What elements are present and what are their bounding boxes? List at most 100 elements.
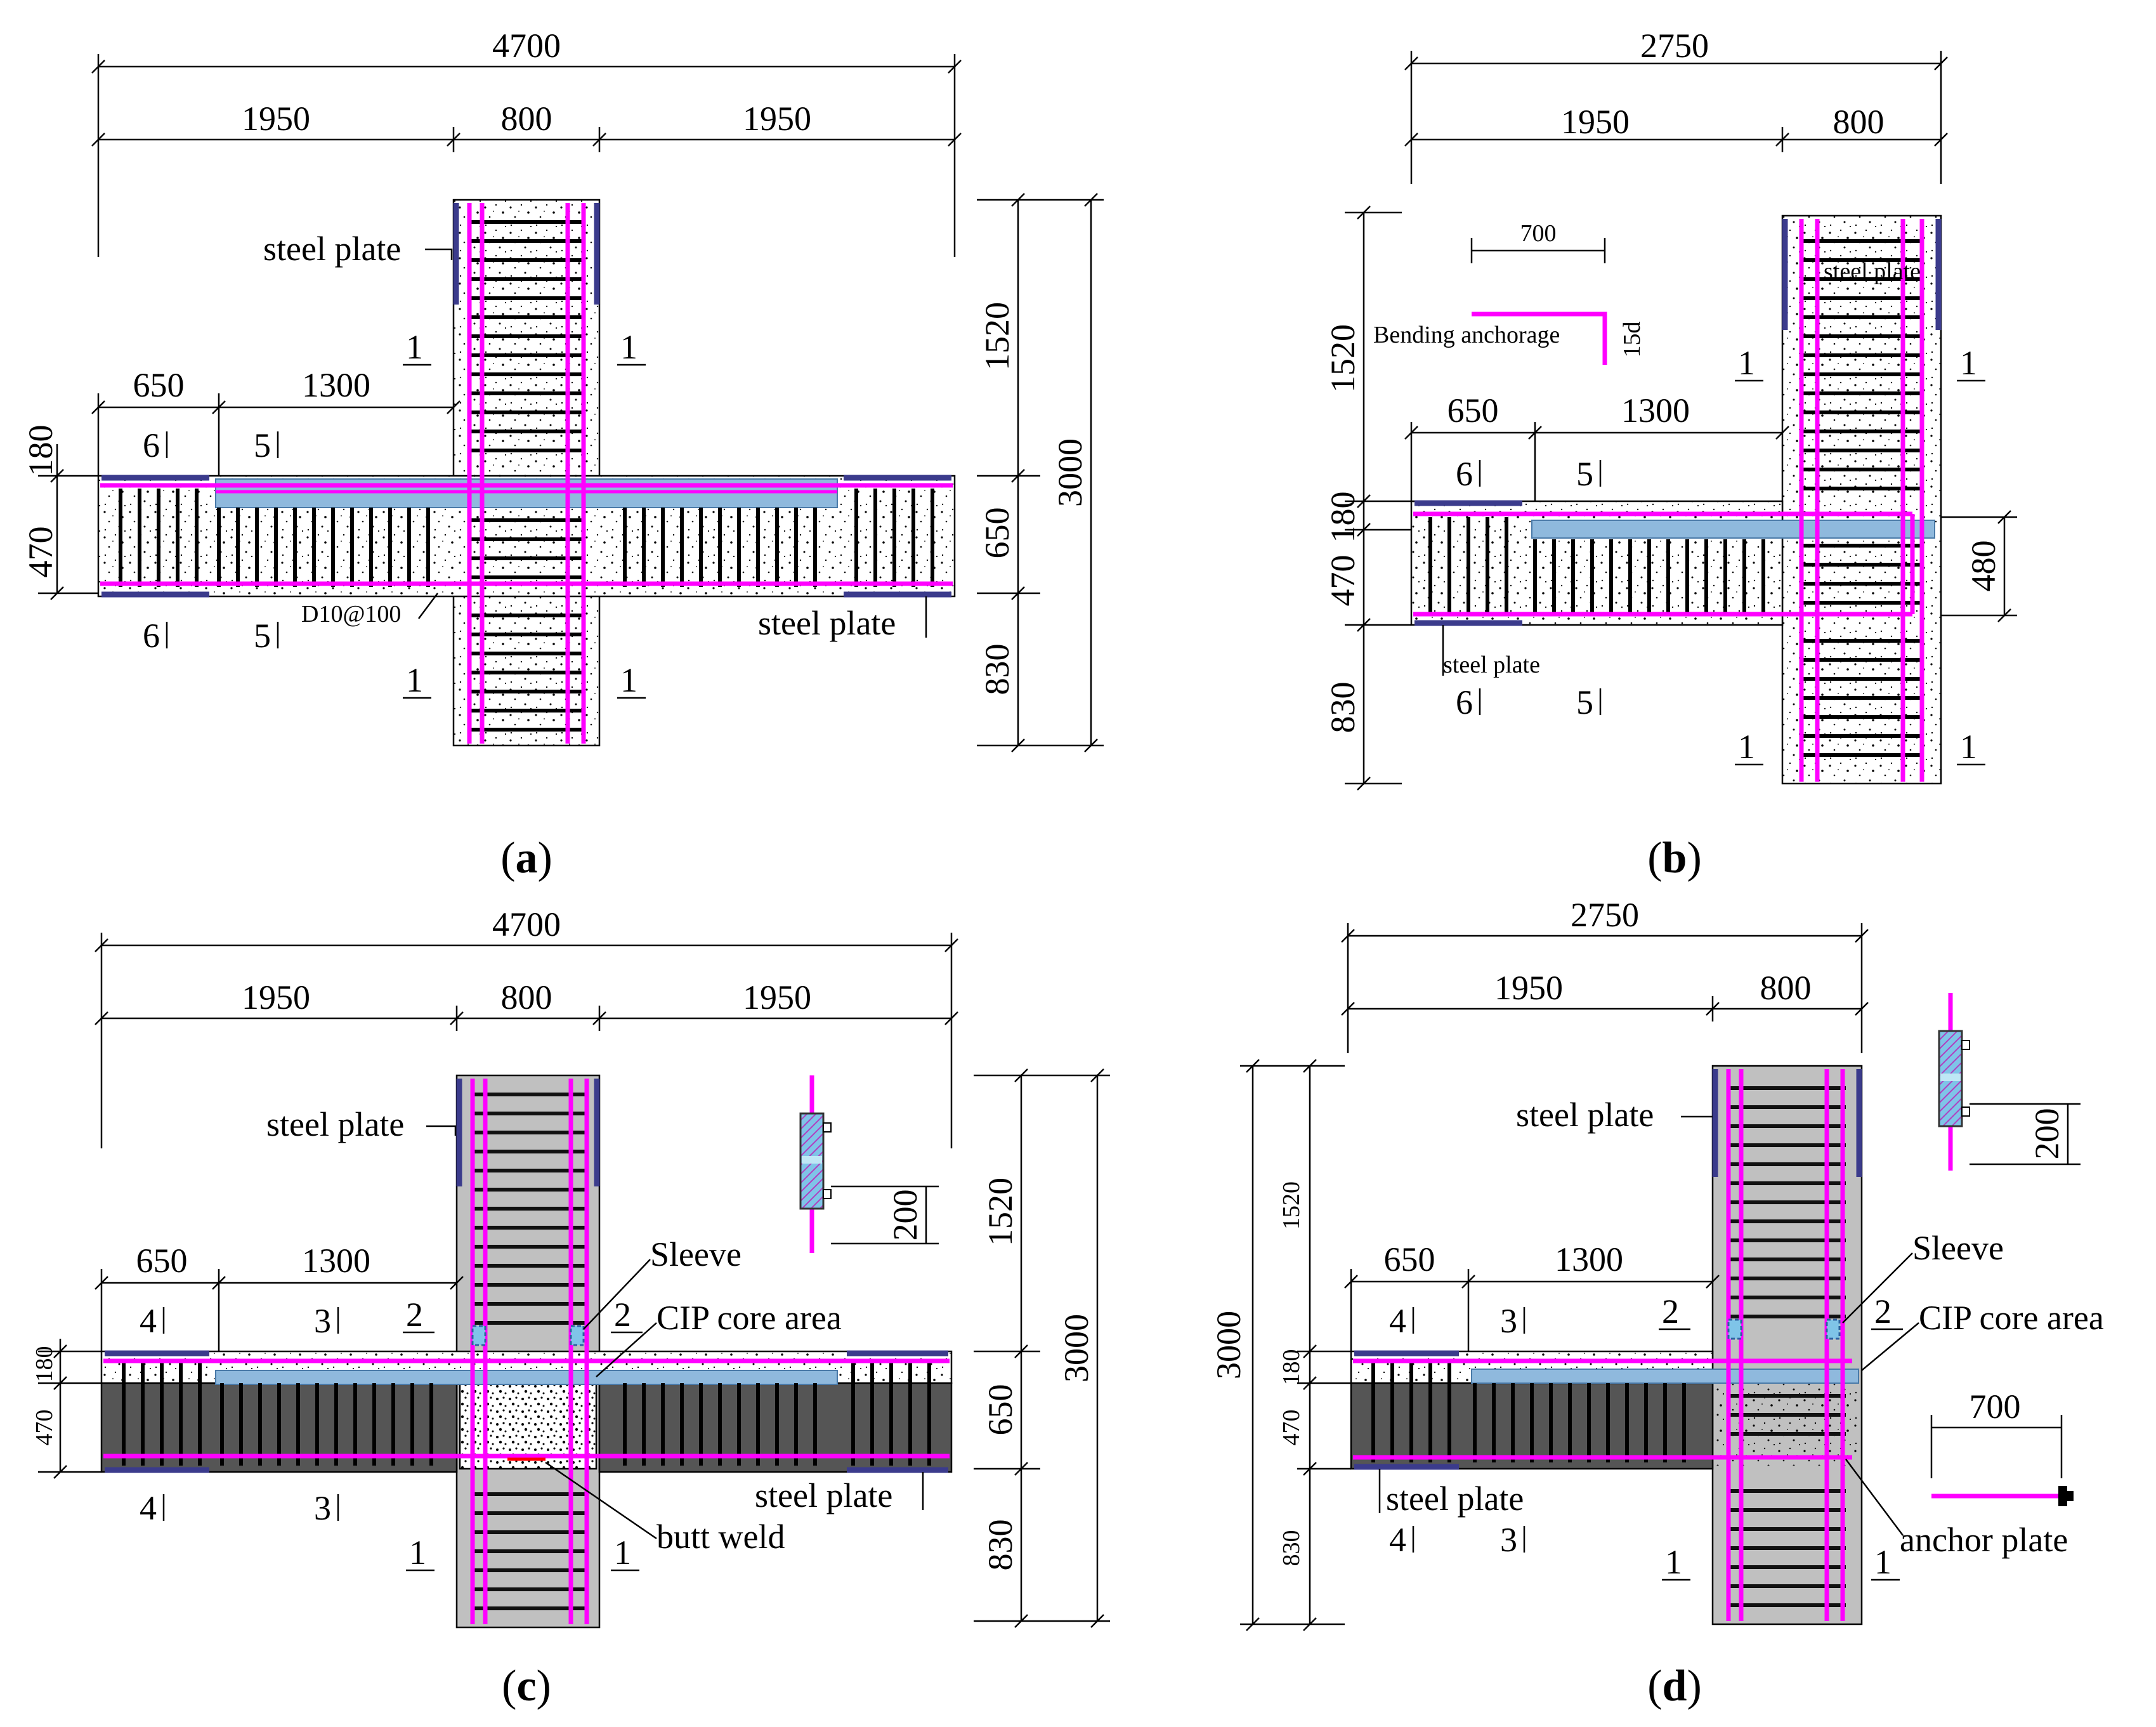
label-a-steel-plate-top: steel plate [263,230,401,268]
section-b-1-tl: 1 [1738,344,1755,382]
label-d-steel-plate-bot: steel plate [1386,1480,1524,1518]
panel-c-sleeves [471,1325,585,1346]
section-a-6-top: 6 [143,426,160,464]
dim-d-left: 1950 [1494,969,1563,1007]
section-d-2-l: 2 [1662,1292,1679,1330]
dim-b-480: 480 [1964,541,2002,592]
dim-d-650: 650 [1384,1240,1435,1278]
caption-d: (d) [1647,1662,1702,1711]
label-c-steel-plate-bot: steel plate [755,1476,892,1514]
section-d-1-l: 1 [1665,1543,1682,1581]
section-b-1-bl: 1 [1738,728,1755,766]
dim-a-180: 180 [22,425,60,476]
dim-b-1300: 1300 [1621,391,1690,430]
dim-c-830: 830 [981,1520,1019,1571]
panel-d-sleeves [1727,1318,1841,1340]
section-b-5-top: 5 [1576,455,1593,493]
dim-d-700: 700 [1970,1388,2021,1426]
dim-b-700: 700 [1520,220,1557,247]
caption-a: (a) [500,834,552,883]
panel-b-rebars [1413,219,1924,782]
dim-d-180: 180 [1278,1349,1305,1386]
dim-c-mid: 800 [501,978,552,1016]
dim-c-1520: 1520 [981,1178,1019,1246]
dim-b-left: 1950 [1561,103,1630,141]
section-c-3-bot: 3 [314,1489,331,1527]
dim-a-right: 1950 [743,100,811,138]
section-c-3-top: 3 [314,1302,331,1340]
dim-d-mid: 800 [1760,969,1812,1007]
panel-a-dims-top [91,54,962,257]
label-c-butt-weld: butt weld [657,1518,785,1556]
section-a-1-tl: 1 [406,328,423,366]
section-d-3-bot: 3 [1500,1521,1517,1559]
label-b-steel-plate-top: steel plate [1824,258,1921,285]
section-c-4-top: 4 [140,1302,157,1340]
anchor-plate-icon [2058,1486,2067,1506]
caption-b: (b) [1647,834,1702,883]
panel-d-slab-band [1471,1369,1859,1384]
dim-c-1300: 1300 [302,1242,370,1280]
label-c-sleeve: Sleeve [650,1235,742,1273]
dim-a-830: 830 [978,644,1016,695]
dim-c-470: 470 [31,1410,58,1446]
section-c-1-l: 1 [409,1533,426,1572]
caption-c: (c) [502,1662,551,1711]
panel-c-beam-stirrups [122,1361,931,1466]
anchorage-hook [1472,312,1607,365]
section-a-5-bot: 5 [254,617,271,655]
dim-a-650: 650 [133,366,185,404]
panel-c-rebars [103,1079,950,1624]
section-a-1-bl: 1 [406,661,423,699]
label-d-steel-plate-top: steel plate [1516,1096,1654,1134]
dim-b-1520: 1520 [1324,324,1362,393]
dim-c-650: 650 [136,1242,188,1280]
panel-c-column-ties [473,1093,587,1610]
dim-c-180: 180 [31,1346,58,1382]
section-c-1-r: 1 [614,1533,631,1572]
section-b-6-top: 6 [1456,455,1473,493]
panel-c-cip-core [459,1372,598,1470]
dim-a-total: 4700 [492,27,561,65]
label-d-cip: CIP core area [1919,1299,2104,1337]
dim-c-right: 1950 [743,978,811,1016]
label-a-rebar: D10@100 [301,601,401,627]
panel-c-sleeve-detail [799,1075,832,1253]
dim-c-3000: 3000 [1057,1314,1095,1382]
section-c-2-l: 2 [406,1296,423,1334]
section-a-6-bot: 6 [143,617,160,655]
dim-d-830: 830 [1278,1530,1305,1566]
panel-a: 4700 1950 800 1950 [22,27,1104,883]
panel-d: 2750 1950 800 [1210,896,2104,1711]
panel-d-sleeve-detail [1938,993,1970,1171]
panel-c: 4700 1950 800 1950 [31,905,1110,1711]
section-d-1-r: 1 [1874,1543,1891,1581]
panel-a-column-ties [469,220,584,732]
label-d-sleeve: Sleeve [1912,1229,2004,1267]
panel-a-rebars [100,203,953,744]
dim-c-total: 4700 [492,905,561,943]
panel-b: 2750 1950 800 [1324,27,2017,883]
label-a-steel-plate-bot: steel plate [758,604,896,642]
panel-c-slab-band [215,1370,838,1385]
section-a-1-br: 1 [620,661,637,699]
section-a-5-top: 5 [254,426,271,464]
dim-c-650v: 650 [981,1384,1019,1436]
dim-d-1520: 1520 [1278,1181,1305,1230]
section-d-4-top: 4 [1389,1302,1406,1340]
dim-b-mid: 800 [1833,103,1885,141]
section-b-6-bot: 6 [1456,683,1473,721]
dim-d-200: 200 [2028,1108,2066,1160]
panel-b-slab-band [1531,520,1935,539]
dim-a-1300: 1300 [302,366,370,404]
label-d-anchor-plate: anchor plate [1900,1521,2068,1559]
section-c-2-r: 2 [614,1296,631,1334]
dim-a-mid: 800 [501,100,552,138]
dim-d-total: 2750 [1571,896,1639,934]
dim-a-650v: 650 [978,508,1016,559]
dim-d-1300: 1300 [1555,1240,1623,1278]
panel-c-steel-plates [105,1079,948,1473]
dim-c-left: 1950 [242,978,310,1016]
panel-b-beam-stirrups [1428,517,1765,612]
